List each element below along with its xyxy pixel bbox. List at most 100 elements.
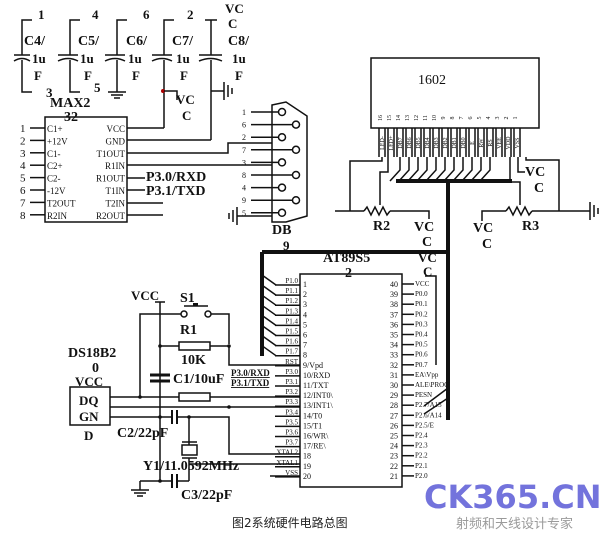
capacitor-c8: VC C C8/ 1u F <box>198 1 250 140</box>
mcu-pin-number: 11/TXT <box>303 381 329 390</box>
vcc-label: VC <box>473 221 493 236</box>
mcu-pin-net: P0.3 <box>415 320 428 328</box>
mcu-pin-number: 23 <box>390 452 398 461</box>
bus-entry <box>261 314 277 327</box>
sensor-title: 0 <box>92 361 99 376</box>
crystal-y1 <box>181 444 198 456</box>
cap-pin-label: 6 <box>143 7 150 22</box>
capacitor-c1-label: C1/10uF <box>173 372 224 387</box>
mcu-pin-net: P3.2 <box>285 388 298 396</box>
mcu-pin-number: 28 <box>390 401 398 410</box>
mcu-pin-number: 21 <box>390 472 398 481</box>
junction-dot <box>161 89 165 93</box>
watermark-brand: CK365.CN <box>424 478 602 516</box>
db9-title: DB <box>272 223 291 238</box>
cap-pin-label: 4 <box>92 7 99 22</box>
cap-value: 1u <box>128 51 142 66</box>
pin-number: 8 <box>20 210 26 222</box>
db9-pin-contact <box>277 107 287 117</box>
mcu-pin-number: 3 <box>303 300 307 309</box>
pin-name: R2IN <box>47 211 68 221</box>
mcu-pin-net: P2.7/A15 <box>415 401 442 409</box>
lcd-pin-number: 2 <box>504 117 510 120</box>
mcu-pin-number: 1 <box>303 280 307 289</box>
pin-name: -12V <box>47 186 66 196</box>
pin-name: R2OUT <box>96 211 126 221</box>
db9-pin-number: 7 <box>242 146 246 155</box>
ground-icon <box>223 82 233 100</box>
vcc-label: VC <box>418 250 437 265</box>
mcu-pin-number: 8 <box>303 351 307 360</box>
mcu-pin-number: 10/RXD <box>303 371 330 380</box>
db9-pin-number: 8 <box>242 171 246 180</box>
mcu-pin-number: 30 <box>390 381 398 390</box>
mcu-pin-net: XTAL2 <box>276 449 298 457</box>
lcd-pin-name: DB1 <box>452 137 458 148</box>
mcu-pin-number: 19 <box>303 462 311 471</box>
mcu-pin-net: P3.1 <box>285 378 298 386</box>
lcd-pin-number: 3 <box>495 117 501 120</box>
db9-pin-contact <box>291 120 301 129</box>
db9-pin-number: 2 <box>242 133 246 142</box>
cap-pin-label: 2 <box>187 7 194 22</box>
cap-name: C4/ <box>24 34 46 49</box>
mcu-pin-number: 32 <box>390 361 398 370</box>
mcu-pin-number: 37 <box>390 310 398 319</box>
bus-entry <box>261 334 277 347</box>
lcd-pin-number: 13 <box>405 115 411 121</box>
mcu-pin-number: 15/T1 <box>303 421 322 430</box>
chip-title: MAX2 <box>50 96 90 111</box>
pin-number: 5 <box>20 173 26 185</box>
mcu-pin-net: P1.0 <box>285 277 298 285</box>
cap-pin2-label: 5 <box>94 80 101 95</box>
mcu-pin-number: 39 <box>390 290 398 299</box>
mcu-pin-number: 5 <box>303 320 307 329</box>
lcd-pin-name: DB5 <box>416 137 422 148</box>
net-label-txd: P3.1/TXD <box>146 184 206 199</box>
pin-name: C2- <box>47 174 61 184</box>
mcu-pin-number: 22 <box>390 462 398 471</box>
cap-unit: F <box>132 68 140 83</box>
cap-pin-label: VC <box>225 1 244 16</box>
mcu-pin-net: P0.1 <box>415 300 428 308</box>
vcc-label: C <box>482 237 492 252</box>
mcu-pin-number: 36 <box>390 320 398 329</box>
lcd-pin-name: DB4 <box>425 137 431 148</box>
mcu-pin-number: 17/RE\ <box>303 442 326 451</box>
ground-icon <box>228 207 238 225</box>
resistor-r1 <box>178 341 211 351</box>
capacitor-c4: 1 C4/ 1u F 3 <box>13 7 53 100</box>
mcu-pin-net: P2.0 <box>415 472 428 480</box>
mcu-pin-net: P1.3 <box>285 307 298 315</box>
mcu-pin-number: 13/INT1\ <box>303 401 334 410</box>
mcu-pin-number: 16/WR\ <box>303 432 329 441</box>
mcu-pin-net: P3.6 <box>285 429 298 437</box>
crystal-oscillator: C2/22pF Y1/11.0592MHz C3/22pF <box>117 410 300 503</box>
mcu-pin-net: EA\Vpp <box>415 371 439 379</box>
watermark-tagline: 射频和天线设计专家 <box>456 516 573 532</box>
mcu-pin-number: 4 <box>303 310 307 319</box>
mcu-pin-number: 40 <box>390 280 398 289</box>
mcu-pin-net: P0.7 <box>415 361 428 369</box>
pin-name: T1OUT <box>97 149 126 159</box>
pin-number: 2 <box>20 135 26 147</box>
mcu-pin-number: 9/Vpd <box>303 361 323 370</box>
cap-pin2-label: 3 <box>46 85 53 100</box>
db9-pin-contact <box>291 170 301 180</box>
mcu-pin-number: 25 <box>390 432 398 441</box>
bus-entry <box>416 157 428 182</box>
mcu-pin-net: P2.4 <box>415 432 428 440</box>
mcu-pin-net: P0.4 <box>415 331 428 339</box>
bus-entry <box>261 294 277 306</box>
crystal-y1-label: Y1/11.0592MHz <box>143 459 239 474</box>
db9-pin-contact <box>291 195 301 205</box>
lcd-pin-name: DB0 <box>461 137 467 148</box>
bus-entry <box>443 157 455 182</box>
db9-pin-contact <box>291 145 301 155</box>
vcc-label: C <box>422 235 432 250</box>
mcu-pin-net: VSS <box>285 469 298 477</box>
sensor-title: DS18B2 <box>68 346 116 361</box>
lcd-pin-number: 7 <box>459 117 465 120</box>
mcu-pin-number: 34 <box>390 341 398 350</box>
